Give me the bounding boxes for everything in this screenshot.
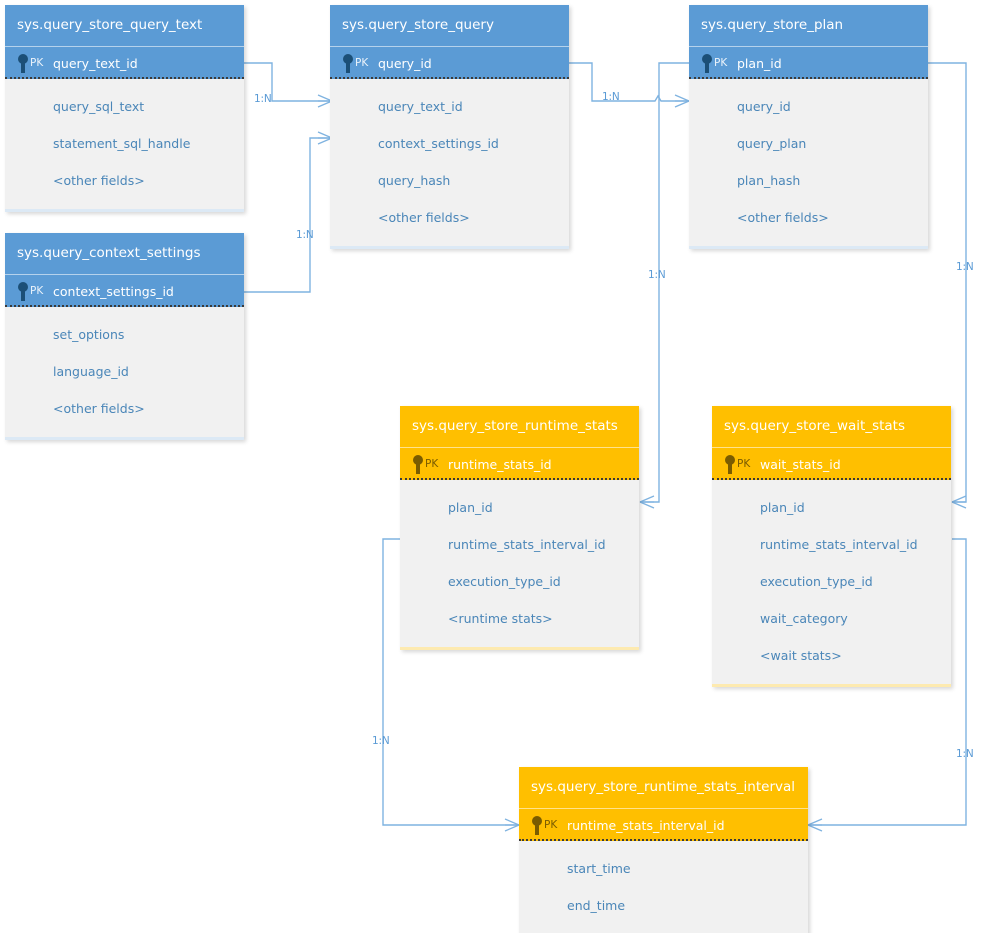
field-row: runtime_stats_interval_id (448, 537, 606, 552)
field-row: language_id (53, 364, 129, 379)
entity-title: sys.query_store_plan (689, 5, 928, 46)
cardinality-settings-to-query: 1:N (296, 229, 314, 241)
field-row: start_time (567, 861, 631, 876)
field-list: set_options language_id <other fields> (5, 307, 244, 437)
field-row: end_time (567, 898, 626, 913)
primary-key-row: PK context_settings_id (5, 274, 244, 307)
primary-key-row: PK plan_id (689, 46, 928, 79)
key-icon (413, 455, 423, 474)
entity-title: sys.query_store_runtime_stats (400, 406, 639, 447)
entity-query-store-query[interactable]: sys.query_store_query PK query_id query_… (330, 5, 569, 249)
pk-tag: PK (714, 57, 728, 69)
primary-key-row: PK query_id (330, 46, 569, 79)
entity-query-store-query-text[interactable]: sys.query_store_query_text PK query_text… (5, 5, 244, 212)
field-row: <other fields> (737, 210, 829, 225)
entity-title: sys.query_store_wait_stats (712, 406, 951, 447)
pk-field-name: runtime_stats_id (448, 457, 552, 472)
cardinality-interval-to-wait: 1:N (956, 748, 974, 760)
field-list: query_id query_plan plan_hash <other fie… (689, 79, 928, 246)
field-row: <other fields> (53, 173, 145, 188)
field-row: execution_type_id (760, 574, 873, 589)
key-icon (702, 54, 712, 73)
field-row: plan_id (760, 500, 805, 515)
field-row: wait_category (760, 611, 848, 626)
cardinality-plan-to-wait: 1:N (956, 261, 974, 273)
entity-title: sys.query_context_settings (5, 233, 244, 274)
pk-tag: PK (544, 819, 558, 831)
crowfoot-runtime-plan-id (639, 495, 655, 509)
pk-tag: PK (737, 458, 751, 470)
primary-key-row: PK runtime_stats_id (400, 447, 639, 480)
field-row: context_settings_id (378, 136, 499, 151)
key-icon (18, 282, 28, 301)
pk-tag: PK (425, 458, 439, 470)
entity-query-store-wait-stats[interactable]: sys.query_store_wait_stats PK wait_stats… (712, 406, 951, 687)
pk-field-name: query_id (378, 56, 432, 71)
wire-settings-to-query (244, 137, 332, 293)
field-row: set_options (53, 327, 125, 342)
primary-key-row: PK query_text_id (5, 46, 244, 79)
field-row: runtime_stats_interval_id (760, 537, 918, 552)
field-list: plan_id runtime_stats_interval_id execut… (712, 480, 951, 684)
field-row: <runtime stats> (448, 611, 553, 626)
cardinality-text-to-query: 1:N (254, 93, 272, 105)
cardinality-plan-to-runtime: 1:N (648, 269, 666, 281)
pk-field-name: context_settings_id (53, 284, 174, 299)
pk-field-name: runtime_stats_interval_id (567, 818, 725, 833)
entity-query-store-runtime-stats[interactable]: sys.query_store_runtime_stats PK runtime… (400, 406, 639, 650)
field-row: <other fields> (378, 210, 470, 225)
field-list: plan_id runtime_stats_interval_id execut… (400, 480, 639, 647)
key-icon (343, 54, 353, 73)
wire-query-to-plan (569, 62, 689, 102)
field-row: plan_hash (737, 173, 801, 188)
field-row: query_text_id (378, 99, 463, 114)
pk-tag: PK (30, 285, 44, 297)
cardinality-query-to-plan: 1:N (602, 91, 620, 103)
field-row: <other fields> (53, 401, 145, 416)
crowfoot-wait-plan-id (951, 495, 967, 509)
pk-field-name: wait_stats_id (760, 457, 841, 472)
field-list: query_sql_text statement_sql_handle <oth… (5, 79, 244, 209)
entity-title: sys.query_store_query (330, 5, 569, 46)
key-icon (532, 816, 542, 835)
field-row: query_sql_text (53, 99, 145, 114)
pk-tag: PK (355, 57, 369, 69)
crowfoot-interval-runtime (504, 818, 520, 832)
field-row: <wait stats> (760, 648, 842, 663)
crowfoot-plan-query-id (674, 94, 690, 108)
entity-query-context-settings[interactable]: sys.query_context_settings PK context_se… (5, 233, 244, 440)
field-row: query_id (737, 99, 791, 114)
entity-title: sys.query_store_runtime_stats_interval (519, 767, 808, 808)
field-list: start_time end_time (519, 841, 808, 933)
primary-key-row: PK runtime_stats_interval_id (519, 808, 808, 841)
field-row: query_hash (378, 173, 451, 188)
field-row: execution_type_id (448, 574, 561, 589)
field-list: query_text_id context_settings_id query_… (330, 79, 569, 246)
pk-tag: PK (30, 57, 44, 69)
entity-query-store-plan[interactable]: sys.query_store_plan PK plan_id query_id… (689, 5, 928, 249)
field-row: query_plan (737, 136, 807, 151)
entity-query-store-runtime-stats-interval[interactable]: sys.query_store_runtime_stats_interval P… (519, 767, 808, 933)
entity-title: sys.query_store_query_text (5, 5, 244, 46)
key-icon (18, 54, 28, 73)
crowfoot-interval-wait (807, 818, 823, 832)
field-row: statement_sql_handle (53, 136, 191, 151)
wire-plan-to-runtime (640, 62, 689, 503)
cardinality-interval-to-runtime: 1:N (372, 735, 390, 747)
pk-field-name: query_text_id (53, 56, 138, 71)
pk-field-name: plan_id (737, 56, 782, 71)
field-row: plan_id (448, 500, 493, 515)
primary-key-row: PK wait_stats_id (712, 447, 951, 480)
key-icon (725, 455, 735, 474)
